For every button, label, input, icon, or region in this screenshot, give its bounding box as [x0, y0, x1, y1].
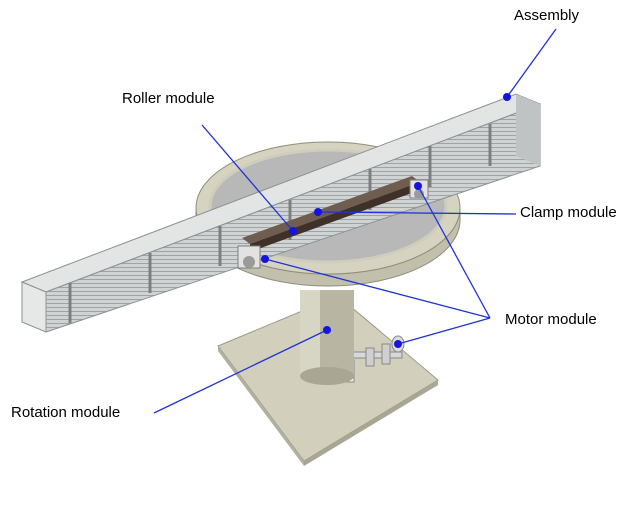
- motor-leader-2: [417, 185, 491, 319]
- motor-dot-3: [394, 340, 402, 348]
- assembly-beam: [20, 93, 542, 333]
- leader-lines: [153, 28, 557, 414]
- assembly-dot: [503, 93, 511, 101]
- rotation-dot: [323, 326, 331, 334]
- clamp-dot: [314, 208, 322, 216]
- roller-dot: [289, 227, 297, 235]
- marker-dots: [261, 93, 511, 348]
- roller-leader: [201, 124, 294, 232]
- clamp-leader: [317, 211, 517, 215]
- rotation-column: [300, 290, 354, 385]
- motor-module-label: Motor module: [505, 311, 597, 328]
- roller-module-label: Roller module: [122, 90, 215, 107]
- motor-leader-1: [264, 258, 491, 319]
- assembly-label: Assembly: [514, 7, 580, 24]
- clamp-module-label: Clamp module: [520, 204, 617, 221]
- rotation-leader: [153, 329, 328, 414]
- rotation-module-label: Rotation module: [11, 404, 121, 421]
- assembly-leader: [506, 28, 557, 98]
- motor-dot-2: [414, 182, 422, 190]
- motor-dot-1: [261, 255, 269, 263]
- motor-leader-3: [397, 317, 491, 345]
